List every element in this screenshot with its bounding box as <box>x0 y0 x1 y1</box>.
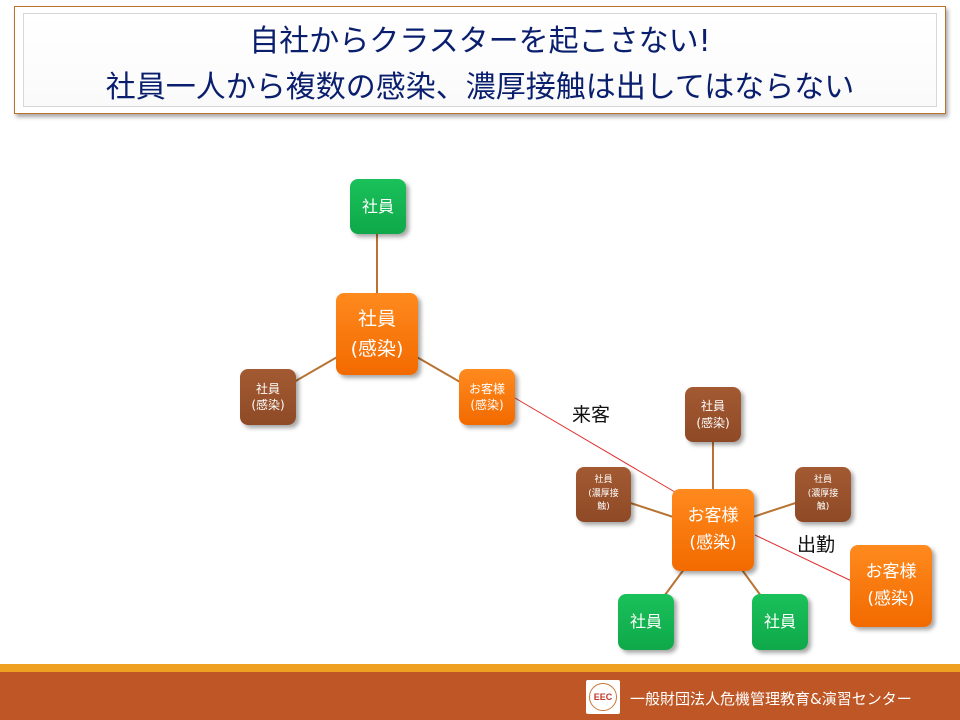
node-center-employee: 社員 (感染) <box>336 293 418 375</box>
node-customer-a-status: (感染) <box>470 398 504 412</box>
node-top-employee: 社員 <box>350 179 406 234</box>
node-right-contact: 社員 (濃厚接 触) <box>795 467 851 522</box>
eec-logo-mark: EEC <box>589 683 617 711</box>
link-visit <box>514 397 681 496</box>
node-bottom-right-employee-label: 社員 <box>763 612 796 632</box>
edge-label-visit: 来客 <box>572 404 611 426</box>
node-left-employee-status: (感染) <box>251 398 285 412</box>
node-bottom-left-employee-label: 社員 <box>629 612 662 632</box>
edge-label-commute: 出勤 <box>797 534 836 556</box>
node-right-contact-label: 社員 <box>813 475 832 486</box>
node-center-employee-label: 社員 <box>357 307 396 330</box>
title-line-2: 社員一人から複数の感染、濃厚接触は出してはならない <box>105 70 855 105</box>
node-customer-right-status: (感染) <box>867 589 915 609</box>
node-upper-employee-status: (感染) <box>696 415 730 430</box>
node-bottom-right-employee: 社員 <box>752 594 808 650</box>
node-right-contact-status-1: (濃厚接 <box>807 488 839 499</box>
node-left-contact-label: 社員 <box>594 475 613 486</box>
node-left-employee: 社員 (感染) <box>240 369 296 425</box>
node-customer-right-label: お客様 <box>865 561 917 582</box>
eec-logo: EEC <box>586 680 620 714</box>
node-upper-employee: 社員 (感染) <box>685 387 741 442</box>
title-box: 自社からクラスターを起こさない! 社員一人から複数の感染、濃厚接触は出してはなら… <box>14 6 946 114</box>
node-customer-right: お客様 (感染) <box>850 545 932 627</box>
node-customer-center: お客様 (感染) <box>672 489 754 571</box>
node-upper-employee-label: 社員 <box>700 399 725 414</box>
node-bottom-left-employee: 社員 <box>618 594 674 650</box>
node-customer-center-label: お客様 <box>687 505 739 526</box>
node-customer-center-status: (感染) <box>689 533 737 553</box>
link-commute <box>754 534 861 586</box>
node-left-contact-status-2: 触) <box>597 502 610 513</box>
footer-stripe <box>0 664 960 672</box>
node-customer-a: お客様 (感染) <box>459 369 515 425</box>
node-right-contact-status-2: 触) <box>816 502 830 513</box>
node-center-employee-status: (感染) <box>350 338 404 360</box>
node-left-contact-status-1: (濃厚接 <box>588 488 619 499</box>
node-left-employee-label: 社員 <box>255 381 280 396</box>
organization-name: 一般財団法人危機管理教育&演習センター <box>630 690 912 708</box>
footer-bar <box>0 672 960 720</box>
node-top-employee-label: 社員 <box>361 196 394 216</box>
title-inner: 自社からクラスターを起こさない! 社員一人から複数の感染、濃厚接触は出してはなら… <box>23 13 937 107</box>
node-customer-a-label: お客様 <box>468 381 505 396</box>
node-left-contact: 社員 (濃厚接 触) <box>576 467 631 522</box>
title-line-1: 自社からクラスターを起こさない! <box>249 24 711 59</box>
